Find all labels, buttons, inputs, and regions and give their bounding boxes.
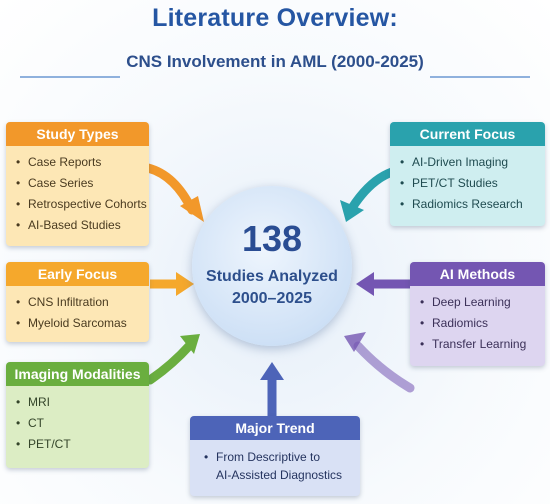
list-item: •AI-Driven Imaging: [400, 155, 509, 169]
page-title: Literature Overview:: [152, 4, 398, 32]
arrowhead-imaging: [180, 334, 200, 354]
list-item: •Retrospective Cohorts: [16, 197, 147, 211]
arrowhead-study-types: [180, 196, 204, 222]
list-item: •AI-Based Studies: [16, 218, 121, 232]
study-types-title: Study Types: [6, 122, 149, 146]
arrowhead-ai-tail: [344, 332, 366, 352]
imaging-modalities-card: Imaging Modalities •MRI •CT •PET/CT: [6, 362, 149, 468]
studies-count: 138: [241, 218, 303, 259]
current-focus-title: Current Focus: [390, 122, 545, 146]
list-item: •PET/CT Studies: [400, 176, 498, 190]
list-item: •CNS Infiltration: [16, 295, 109, 309]
major-trend-card: Major Trend •From Descriptive to AI-Assi…: [190, 416, 360, 496]
studies-period: 2000–2025: [231, 290, 313, 307]
list-item: •CT: [16, 416, 44, 430]
ai-methods-title: AI Methods: [410, 262, 545, 286]
studies-label: Studies Analyzed: [206, 268, 338, 285]
major-trend-title: Major Trend: [190, 416, 360, 440]
early-focus-card: Early Focus •CNS Infiltration •Myeloid S…: [6, 262, 149, 342]
list-item: •Transfer Learning: [420, 337, 527, 351]
subtitle-rule-right: [430, 76, 530, 78]
subtitle-rule-left: [20, 76, 120, 78]
imaging-modalities-title: Imaging Modalities: [6, 362, 149, 386]
arrow-ai-tail: [353, 341, 415, 393]
study-types-card: Study Types •Case Reports •Case Series •…: [6, 122, 149, 246]
list-item: AI-Assisted Diagnostics: [216, 468, 343, 482]
list-item: •MRI: [16, 395, 50, 409]
arrowhead-current-focus: [340, 200, 364, 222]
list-item: •PET/CT: [16, 437, 71, 451]
early-focus-title: Early Focus: [6, 262, 149, 286]
page-subtitle: CNS Involvement in AML (2000-2025): [126, 52, 424, 71]
arrowhead-early-focus: [176, 272, 194, 296]
list-item: •Case Reports: [16, 155, 102, 169]
list-item: •Radiomics: [420, 316, 489, 330]
list-item: •From Descriptive to: [204, 450, 321, 464]
list-item: •Case Series: [16, 176, 94, 190]
arrow-current-focus: [347, 167, 397, 213]
arrowhead-ai-methods: [356, 272, 374, 296]
arrowhead-major-trend: [260, 362, 284, 380]
list-item: •Radiomics Research: [400, 197, 523, 211]
ai-methods-card: AI Methods •Deep Learning •Radiomics •Tr…: [410, 262, 545, 366]
current-focus-card: Current Focus •AI-Driven Imaging •PET/CT…: [390, 122, 545, 226]
center-summary-circle: 138 Studies Analyzed 2000–2025: [192, 186, 352, 346]
list-item: •Deep Learning: [420, 295, 511, 309]
arrow-imaging: [145, 340, 195, 385]
list-item: •Myeloid Sarcomas: [16, 316, 127, 330]
